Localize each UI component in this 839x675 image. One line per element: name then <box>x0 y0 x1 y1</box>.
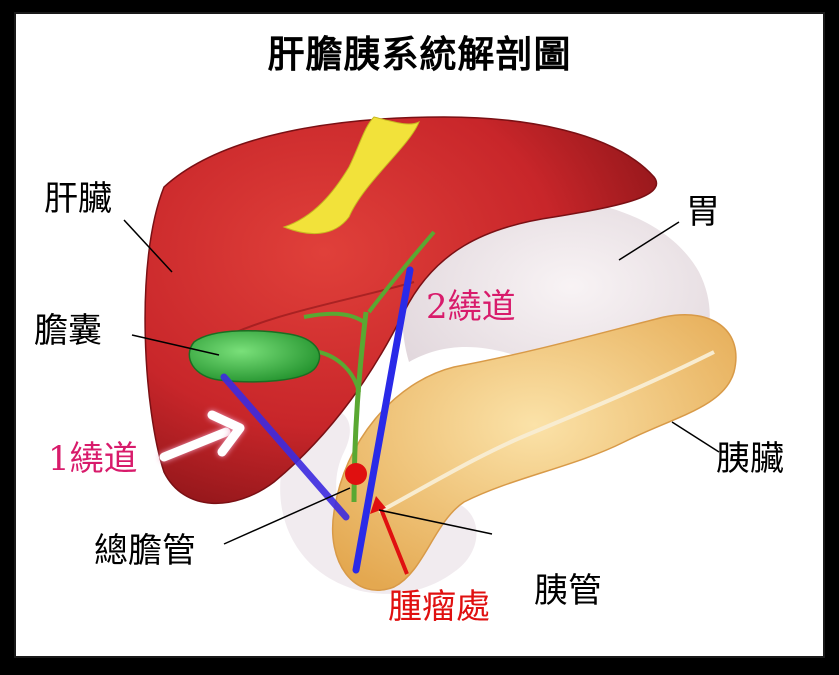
label-common-bile-duct: 總膽管 <box>94 531 196 571</box>
bypass-line-1 <box>220 373 350 521</box>
hepatic-duct-right <box>303 311 366 324</box>
red-arrow <box>377 503 409 575</box>
label-bypass-1: 1繞道 <box>48 439 138 479</box>
label-pancreatic-duct: 胰管 <box>534 571 602 611</box>
label-gallbladder: 膽囊 <box>34 311 102 351</box>
leader-cbd <box>223 487 351 545</box>
anatomy-diagram <box>123 116 737 594</box>
leader-liver <box>123 219 173 273</box>
white-arrow-head <box>207 410 245 457</box>
cystic-duct <box>318 350 361 393</box>
leader-pancreas <box>671 421 720 453</box>
white-arrow <box>159 427 231 462</box>
leader-gallbladder <box>131 334 220 356</box>
label-pancreas: 胰臟 <box>716 439 784 479</box>
label-bypass-2: 2繞道 <box>426 287 516 327</box>
hepatic-duct-left <box>367 230 436 314</box>
label-stomach: 胃 <box>686 192 720 232</box>
red-arrow-head <box>370 496 386 514</box>
diagram-panel: 肝膽胰系統解剖圖 肝臟 膽囊 胃 胰臟 總膽管 胰管 1繞道 2繞道 腫瘤處 <box>14 12 825 658</box>
leader-pancreatic-duct <box>378 509 493 535</box>
label-liver: 肝臟 <box>44 179 112 219</box>
diagram-title: 肝膽胰系統解剖圖 <box>267 32 572 76</box>
tumor <box>345 463 367 485</box>
pancreatic-duct <box>378 350 715 514</box>
falciform-ligament <box>282 116 420 235</box>
label-tumor-site: 腫瘤處 <box>388 587 490 627</box>
gallbladder <box>188 330 321 383</box>
leader-stomach <box>618 221 680 261</box>
bypass-line-2 <box>352 266 414 574</box>
